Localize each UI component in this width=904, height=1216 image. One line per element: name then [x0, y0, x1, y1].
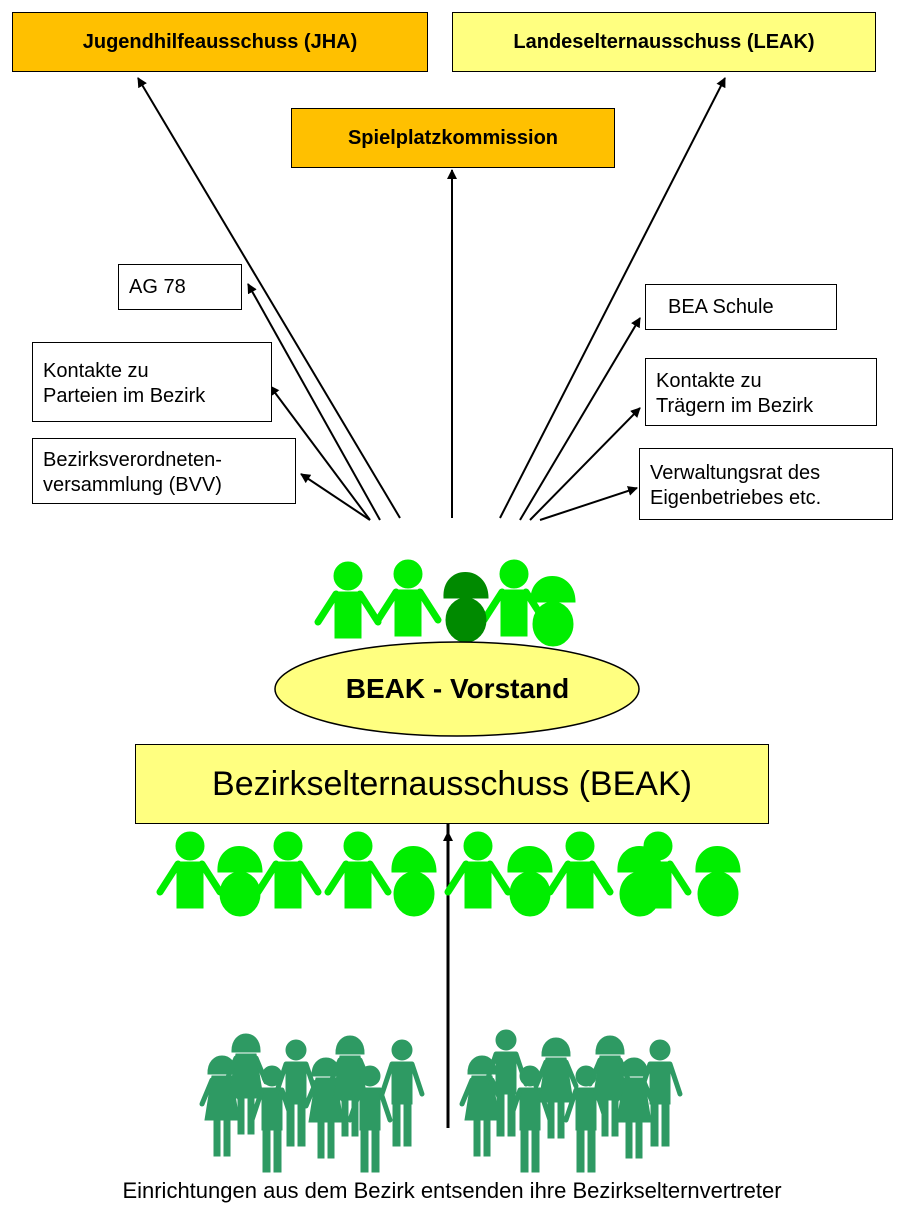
kontakte-traeger-line1: Kontakte zu: [656, 370, 762, 392]
beak-figures: [160, 832, 741, 917]
arrow-to-leak: [499, 77, 726, 519]
arrow-to-bvv: [300, 473, 371, 521]
spielplatz-label: Spielplatzkommission: [347, 126, 559, 149]
vorstand-figures: [318, 560, 576, 647]
jha-label: Jugendhilfeausschuss (JHA): [82, 30, 358, 53]
einrichtungen-figures: [202, 1030, 680, 1172]
bvv-line2: versammlung (BVV): [43, 474, 222, 496]
kontakte-traeger-line2: Trägern im Bezirk: [656, 395, 814, 417]
ag78-box: AG 78: [118, 264, 242, 310]
beak-label: Bezirkselternausschuss (BEAK): [212, 764, 692, 803]
jha-box: Jugendhilfeausschuss (JHA): [12, 12, 428, 72]
leak-box: Landeselternausschuss (LEAK): [452, 12, 876, 72]
bvv-box: Bezirksverordneten- versammlung (BVV): [32, 438, 296, 504]
arrow-to-jha: [137, 77, 401, 519]
arrow-to-kontakte-parteien: [269, 385, 371, 521]
kontakte-traeger-box: Kontakte zu Trägern im Bezirk: [645, 358, 877, 426]
vorstand-label: BEAK - Vorstand: [345, 673, 570, 704]
bvv-line1: Bezirksverordneten-: [43, 449, 222, 471]
vorstand-ellipse: [274, 641, 640, 737]
ag78-label: AG 78: [129, 275, 186, 298]
leak-label: Landeselternausschuss (LEAK): [513, 30, 815, 53]
kontakte-parteien-line1: Kontakte zu: [43, 360, 149, 382]
arrow-to-ag78: [247, 283, 381, 521]
spielplatz-box: Spielplatzkommission: [291, 108, 615, 168]
beak-box: Bezirkselternausschuss (BEAK): [135, 744, 769, 824]
arrow-to-bea-schule: [519, 317, 641, 521]
bea-schule-label: BEA Schule: [668, 295, 774, 318]
verwaltungsrat-line1: Verwaltungsrat des: [650, 462, 821, 484]
kontakte-parteien-line2: Parteien im Bezirk: [43, 385, 206, 407]
verwaltungsrat-box: Verwaltungsrat des Eigenbetriebes etc.: [639, 448, 893, 520]
arrow-to-kontakte-traeger: [529, 407, 641, 521]
verwaltungsrat-line2: Eigenbetriebes etc.: [650, 487, 822, 509]
bea-schule-box: BEA Schule: [645, 284, 837, 330]
connector-arrows: [137, 77, 726, 1128]
arrow-to-verwaltungsrat: [539, 486, 638, 521]
kontakte-parteien-box: Kontakte zu Parteien im Bezirk: [32, 342, 272, 422]
caption: Einrichtungen aus dem Bezirk entsenden i…: [122, 1178, 782, 1203]
